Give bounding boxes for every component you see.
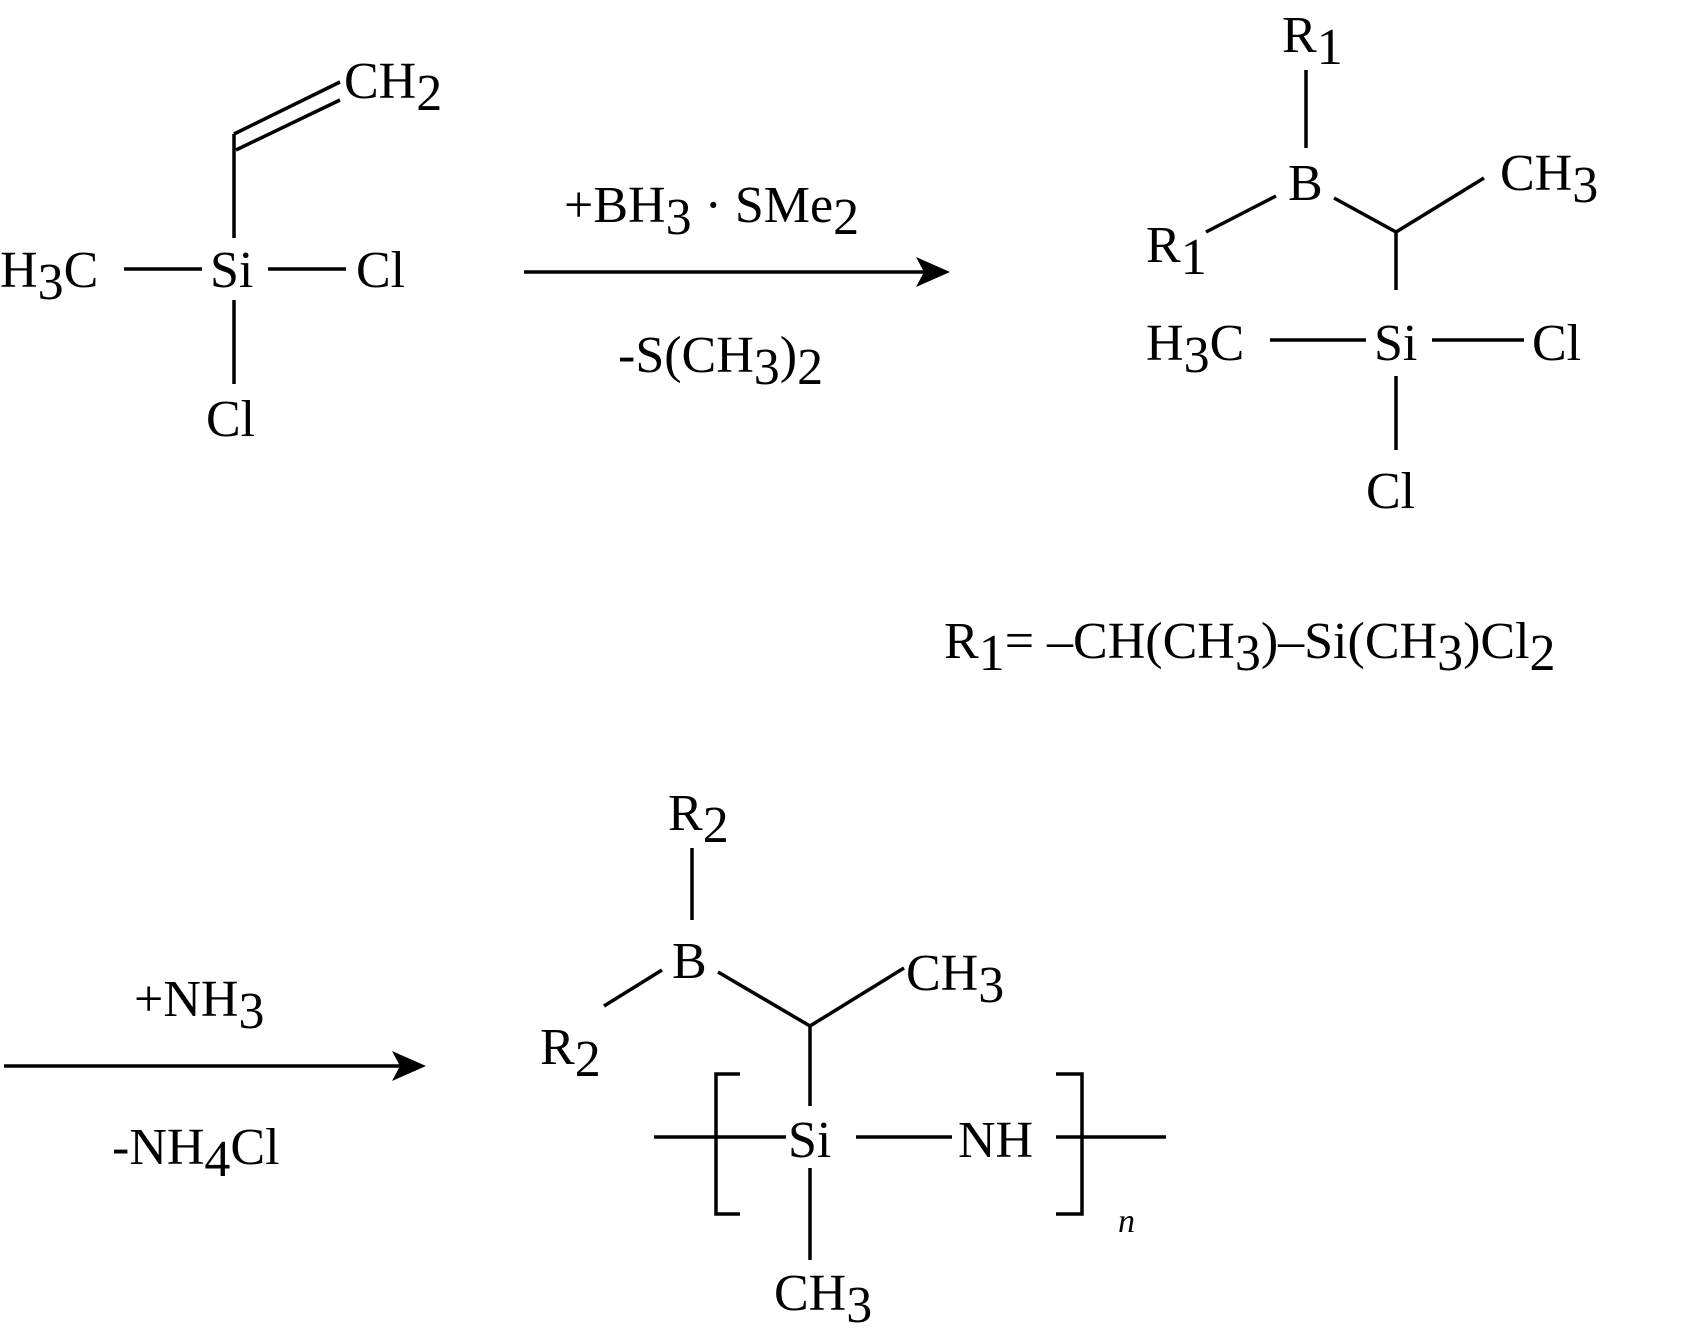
reaction-arrow-step2: +NH3 -NH4Cl: [4, 971, 426, 1188]
label-h3c: H3C: [0, 242, 98, 311]
label-ch2: CH2: [344, 53, 442, 122]
label-r2-top: R2: [668, 785, 729, 854]
label-r1-left: R1: [1146, 217, 1207, 286]
label-h3c: H3C: [1146, 315, 1244, 384]
reagent-below-step1: -S(CH3)2: [618, 327, 823, 396]
label-ch3: CH3: [1500, 145, 1598, 214]
reactant-molecule: CH2 Si H3C Cl Cl: [0, 53, 442, 448]
label-n: n: [1118, 1203, 1135, 1240]
label-ch3-top: CH3: [906, 945, 1004, 1014]
label-si: Si: [1374, 315, 1417, 372]
bond-ch-ch3: [809, 966, 905, 1028]
label-b: B: [672, 933, 707, 990]
label-nh: NH: [958, 1112, 1033, 1169]
label-cl-right: Cl: [356, 242, 405, 299]
label-r1-top: R1: [1282, 7, 1343, 76]
intermediate-molecule: R1 B CH3 R1 Si H3C Cl Cl: [1146, 7, 1598, 520]
bracket-right: [1056, 1072, 1084, 1216]
reagent-above-step2: +NH3: [134, 971, 264, 1040]
bond-b-r2-left: [603, 968, 663, 1008]
r1-definition: R1= –CH(CH3)–Si(CH3)Cl2: [944, 613, 1556, 682]
label-r2-left: R2: [540, 1019, 601, 1088]
bond-vinyl-double-inner: [235, 98, 341, 152]
bracket-left: [714, 1072, 740, 1216]
bond-vinyl-double-outer: [233, 80, 341, 136]
arrow-head-step1: [916, 257, 950, 287]
label-si: Si: [210, 242, 253, 299]
label-cl-bottom: Cl: [206, 391, 255, 448]
label-ch3-bottom: CH3: [774, 1265, 872, 1334]
arrow-head-step2: [392, 1051, 426, 1081]
reagent-above-step1: +BH3 · SMe2: [564, 177, 859, 246]
reagent-below-step2: -NH4Cl: [112, 1119, 280, 1188]
label-si: Si: [788, 1112, 831, 1169]
bond-b-ch: [717, 970, 811, 1028]
bond-b-r1-left: [1205, 194, 1277, 234]
label-cl-right: Cl: [1532, 315, 1581, 372]
bond-ch-ch3: [1395, 176, 1485, 234]
label-cl-bottom: Cl: [1366, 463, 1415, 520]
reaction-arrow-step1: +BH3 · SMe2 -S(CH3)2: [524, 177, 950, 396]
bond-b-ch: [1333, 196, 1397, 234]
product-polymer: R2 B CH3 R2 n Si NH CH3: [540, 785, 1166, 1334]
label-b: B: [1288, 155, 1323, 212]
